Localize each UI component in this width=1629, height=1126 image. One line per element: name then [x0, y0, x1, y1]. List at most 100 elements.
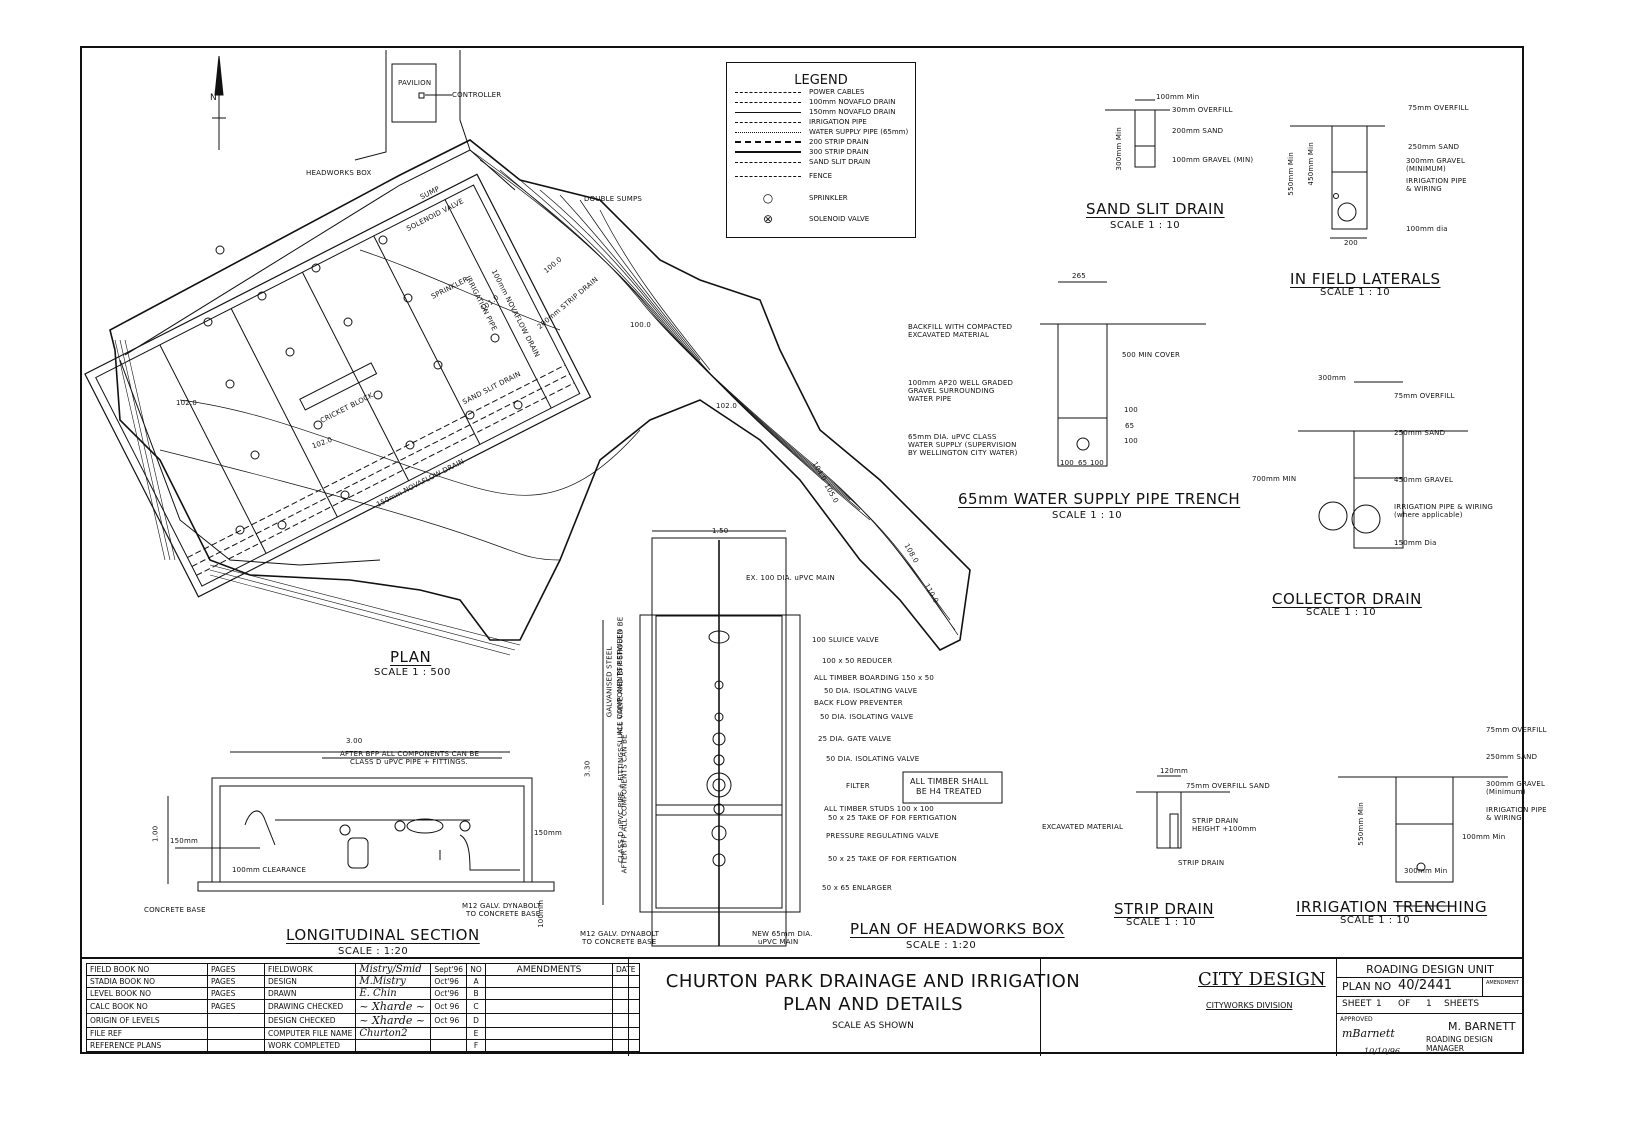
note: AFTER BFP ALL COMPONENTS CAN BE: [340, 750, 480, 758]
dim-label: 100mm CLEARANCE: [232, 866, 307, 874]
callout: 50 x 25 TAKE OF FOR FERTIGATION: [828, 814, 957, 822]
callout: IRRIGATION PIPE: [1406, 177, 1467, 185]
callout: BY WELLINGTON CITY WATER): [908, 449, 1018, 457]
callout: PRESSURE REGULATING VALVE: [826, 832, 939, 840]
in-field-laterals-scale: SCALE 1 : 10: [1320, 287, 1391, 298]
callout: 100mm AP20 WELL GRADED: [908, 379, 1014, 387]
callout: 300mm GRAVEL: [1406, 157, 1466, 165]
legend-item: 300 STRIP DRAIN: [735, 147, 869, 157]
callout: CONCRETE BASE: [144, 906, 206, 914]
note-box-text: ALL TIMBER SHALL: [910, 777, 989, 786]
water-supply-trench-title: 65mm WATER SUPPLY PIPE TRENCH: [958, 490, 1241, 508]
contour-label: 102.0: [716, 402, 738, 410]
collector-drain-scale: SCALE 1 : 10: [1306, 607, 1377, 618]
callout: (Minimum): [1486, 788, 1526, 796]
legend-item: FENCE: [735, 171, 832, 181]
of-label: OF: [1398, 999, 1411, 1009]
approved-date: 10/10/96: [1364, 1047, 1400, 1056]
north-arrow-icon: [212, 55, 226, 150]
legend-title: LEGEND: [794, 73, 848, 88]
longitudinal-section-title: LONGITUDINAL SECTION: [286, 926, 480, 944]
callout: TO CONCRETE BASE: [582, 938, 657, 946]
callout: 75mm OVERFILL: [1486, 726, 1547, 734]
dim-label: 200: [1344, 239, 1358, 247]
callout: TO CONCRETE BASE: [466, 910, 541, 918]
fence-line-icon: [735, 175, 801, 177]
north-label: N: [210, 93, 217, 103]
scale-note: SCALE AS SHOWN: [832, 1021, 914, 1031]
callout: ALL TIMBER BOARDING 150 x 50: [814, 674, 935, 682]
strip-drain-200-line-icon: [735, 141, 801, 143]
callout: (MINIMUM): [1406, 165, 1446, 173]
note: SLUICE VALVE AND BFP SHOULD BE: [616, 616, 625, 748]
callout: 300mm GRAVEL: [1486, 780, 1546, 788]
callout: GRAVEL SURROUNDING: [908, 387, 995, 395]
note: CLASS D uPVC PIPE + FITTINGS.: [617, 744, 626, 863]
note: GALVANISED STEEL: [605, 646, 614, 718]
callout: 25 DIA. GATE VALVE: [818, 735, 892, 743]
callout: WATER SUPPLY (SUPERVISION: [908, 441, 1017, 449]
dim-label: 300mm Min: [1404, 867, 1448, 875]
callout: uPVC MAIN: [758, 938, 799, 946]
drawing-title-line1: CHURTON PARK DRAINAGE AND IRRIGATION: [665, 971, 1081, 992]
dim-label: 3.30: [583, 760, 592, 778]
dim-label: 1.00: [151, 825, 160, 843]
org-name: CITY DESIGN: [1198, 969, 1326, 990]
callout: 100mm dia: [1406, 225, 1448, 233]
dim-label: 300mm Min: [1114, 127, 1123, 171]
sheet-number: 1: [1376, 999, 1382, 1009]
legend-item: ○SPRINKLER: [735, 191, 848, 205]
dim-label: 3.00: [346, 737, 363, 745]
irrigation-trenching-scale: SCALE 1 : 10: [1340, 915, 1411, 926]
legend-item: 200 STRIP DRAIN: [735, 137, 869, 147]
irrigation-trenching-title: IRRIGATION TRENCHING: [1296, 898, 1488, 916]
dim-label: 150mm: [170, 837, 198, 845]
dim-label: 500 MIN COVER: [1122, 351, 1181, 359]
pavilion-label: PAVILION: [398, 79, 432, 87]
strip-drain-scale: SCALE 1 : 10: [1126, 917, 1197, 928]
legend-item: ⊗SOLENOID VALVE: [735, 212, 869, 226]
callout: IRRIGATION PIPE & WIRING: [1394, 503, 1494, 511]
dim-label: 120mm: [1160, 767, 1188, 775]
plan-no-label: PLAN NO: [1342, 980, 1392, 993]
approver-name: M. BARNETT: [1448, 1020, 1516, 1033]
dim-label: 100mm Min: [1156, 93, 1200, 101]
callout: EX. 100 DIA. uPVC MAIN: [746, 574, 835, 582]
strip-drain-title: STRIP DRAIN: [1114, 900, 1215, 918]
callout: 50 DIA. ISOLATING VALVE: [826, 755, 920, 763]
callout: WATER PIPE: [908, 395, 952, 403]
dim-label: 100: [1124, 437, 1138, 445]
dim-label: 100: [1060, 459, 1074, 467]
dim-label: 100: [1124, 406, 1138, 414]
dim-label: 550mm Min: [1286, 152, 1295, 196]
callout: 100 x 50 REDUCER: [822, 657, 893, 665]
callout: NEW 65mm DIA.: [752, 930, 813, 938]
plan-no: 40/2441: [1398, 978, 1453, 993]
longitudinal-section-scale: SCALE : 1:20: [338, 946, 409, 957]
callout: 65mm DIA. uPVC CLASS: [908, 433, 997, 441]
legend-box: LEGEND POWER CABLES 100mm NOVAFLO DRAIN …: [726, 62, 916, 238]
sheets-label: SHEETS: [1444, 999, 1480, 1009]
headworks-box-label: HEADWORKS BOX: [306, 169, 372, 177]
contour-label: 102.0: [176, 399, 198, 407]
callout: 150mm Dia: [1394, 539, 1437, 547]
callout: EXCAVATED MATERIAL: [908, 331, 990, 339]
contour-label: 100.0: [630, 321, 652, 329]
callout: & WIRING: [1406, 185, 1442, 193]
legend-item: WATER SUPPLY PIPE (65mm): [735, 127, 908, 137]
dim-label: 265: [1072, 272, 1086, 280]
plan-scale: SCALE 1 : 500: [374, 667, 451, 678]
signature: ~ Xharde ~: [355, 1013, 432, 1028]
callout: STRIP DRAIN: [1192, 817, 1239, 825]
sand-slit-drain-title: SAND SLIT DRAIN: [1086, 200, 1225, 218]
strip-drain-300-line-icon: [735, 151, 801, 153]
legend-item: SAND SLIT DRAIN: [735, 157, 870, 167]
legend-item: 150mm NOVAFLO DRAIN: [735, 107, 895, 117]
novaflo-100-line-icon: [735, 101, 801, 103]
